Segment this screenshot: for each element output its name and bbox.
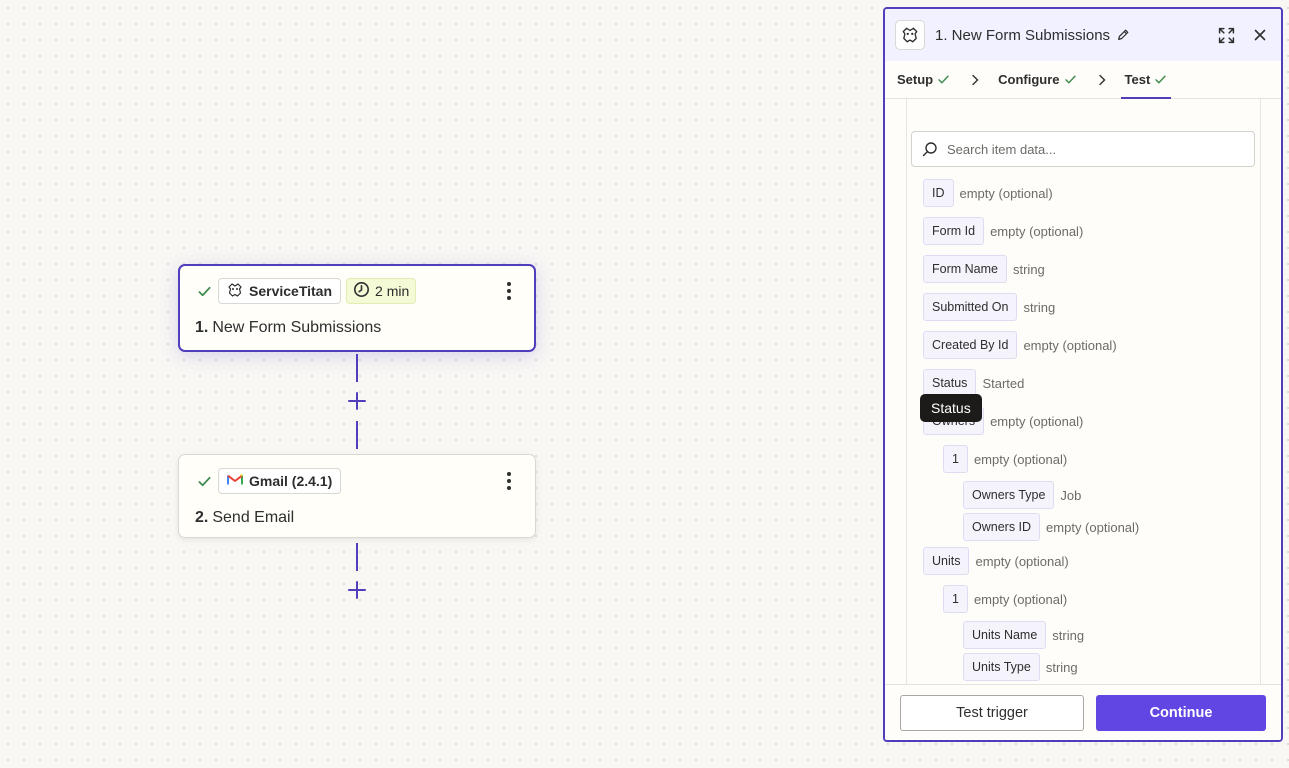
field-key-pill[interactable]: Created By Id — [923, 331, 1018, 359]
panel-header: 1. New Form Submissions — [885, 9, 1281, 61]
tab-label: Configure — [998, 72, 1060, 87]
connector-line — [356, 354, 358, 382]
field-key-pill[interactable]: Units Type — [963, 653, 1040, 681]
tab-setup[interactable]: Setup — [897, 61, 950, 98]
connector-line — [356, 543, 358, 571]
app-chip-servicetitan: ServiceTitan — [218, 278, 342, 304]
field-row: Units Name string — [963, 621, 1084, 649]
field-value: string — [1023, 299, 1056, 315]
field-row: Owners ID empty (optional) — [963, 513, 1139, 541]
step-name: New Form Submissions — [212, 319, 382, 336]
field-value: Started — [982, 375, 1025, 391]
field-value: empty (optional) — [975, 553, 1069, 569]
step-card-2[interactable]: Gmail (2.4.1) 2. Send Email — [178, 454, 536, 538]
data-frame — [906, 99, 1261, 684]
tab-label: Setup — [897, 72, 934, 87]
field-value: empty (optional) — [990, 413, 1084, 429]
field-row: Form Id empty (optional) — [923, 217, 1083, 245]
field-row: 1 empty (optional) — [943, 445, 1067, 473]
field-key-pill[interactable]: Form Id — [923, 217, 985, 245]
field-value: string — [1012, 261, 1045, 277]
tab-configure[interactable]: Configure — [998, 61, 1076, 98]
field-row: Form Name string — [923, 255, 1045, 283]
field-value: Job — [1060, 487, 1082, 503]
field-row: Status Started — [923, 369, 1024, 397]
close-icon[interactable] — [1249, 24, 1271, 46]
add-step-plus-icon[interactable] — [347, 580, 367, 600]
field-value: empty (optional) — [1046, 519, 1140, 535]
expand-icon[interactable] — [1215, 24, 1237, 46]
chevron-right-icon — [970, 61, 980, 98]
check-icon — [195, 282, 213, 300]
field-row: Created By Id empty (optional) — [923, 331, 1117, 359]
field-row: Units empty (optional) — [923, 547, 1069, 575]
servicetitan-logo-icon — [227, 282, 243, 301]
clock-icon — [353, 281, 370, 301]
step-title: 1. New Form Submissions — [195, 313, 519, 343]
field-key-pill[interactable]: ID — [923, 179, 954, 207]
search-input[interactable] — [947, 141, 1247, 157]
step-name: Send Email — [212, 509, 295, 526]
field-key-pill[interactable]: Submitted On — [923, 293, 1018, 321]
chevron-right-icon — [1097, 61, 1107, 98]
pencil-edit-icon[interactable] — [1116, 28, 1130, 42]
field-value: empty (optional) — [959, 185, 1053, 201]
field-row: Owners Type Job — [963, 481, 1081, 509]
app-name: ServiceTitan — [249, 283, 333, 299]
panel-title: 1. New Form Submissions — [935, 26, 1111, 44]
field-key-pill[interactable]: Owners ID — [963, 513, 1041, 541]
gmail-logo-icon — [227, 473, 243, 489]
field-value: string — [1052, 627, 1085, 643]
tooltip: Status — [920, 394, 982, 422]
field-row: ID empty (optional) — [923, 179, 1053, 207]
field-value: empty (optional) — [1023, 337, 1117, 353]
search-icon — [922, 142, 937, 157]
panel-footer: Test trigger Continue — [885, 684, 1281, 740]
field-row: Submitted On string — [923, 293, 1055, 321]
step-number: 1. — [195, 319, 209, 336]
step-number: 2. — [195, 509, 209, 526]
field-key-pill[interactable]: Units Name — [963, 621, 1047, 649]
test-trigger-button[interactable]: Test trigger — [900, 694, 1084, 731]
servicetitan-logo-icon — [895, 20, 925, 50]
tab-label: Test — [1124, 72, 1151, 87]
step-title: 2. Send Email — [195, 503, 519, 533]
field-value: empty (optional) — [990, 223, 1084, 239]
field-key-pill[interactable]: 1 — [943, 585, 968, 613]
field-value: empty (optional) — [973, 451, 1068, 467]
add-step-plus-icon[interactable] — [347, 391, 367, 411]
continue-button[interactable]: Continue — [1096, 694, 1266, 731]
app-chip-gmail: Gmail (2.4.1) — [218, 468, 342, 494]
field-key-pill[interactable]: Form Name — [923, 255, 1007, 283]
field-row: 1 empty (optional) — [943, 585, 1067, 613]
test-data-area: ID empty (optional) Form Id empty (optional… — [885, 99, 1281, 684]
field-value: string — [1045, 659, 1078, 675]
search-box[interactable] — [911, 131, 1255, 167]
step-card-1[interactable]: ServiceTitan 2 min 1. New Form Submissio… — [178, 264, 536, 352]
check-icon — [195, 472, 213, 490]
poll-time-badge: 2 min — [346, 278, 417, 304]
field-row: Units Type string — [963, 653, 1078, 681]
app-name: Gmail (2.4.1) — [249, 473, 333, 489]
step-editor-panel: 1. New Form Submissions Setup Configure … — [883, 7, 1283, 742]
check-icon — [1064, 75, 1076, 84]
tab-test[interactable]: Test — [1120, 61, 1172, 99]
field-key-pill[interactable]: Owners Type — [963, 481, 1055, 509]
field-key-pill[interactable]: Status — [923, 369, 977, 397]
connector-line — [356, 421, 358, 449]
kebab-menu-icon[interactable] — [499, 469, 519, 493]
check-icon — [1155, 75, 1166, 84]
step-tabs: Setup Configure Test — [885, 61, 1281, 99]
field-key-pill[interactable]: 1 — [943, 445, 968, 473]
field-value: empty (optional) — [973, 591, 1068, 607]
kebab-menu-icon[interactable] — [499, 279, 519, 303]
check-icon — [938, 75, 949, 84]
field-key-pill[interactable]: Units — [923, 547, 970, 575]
poll-time-text: 2 min — [375, 283, 410, 299]
